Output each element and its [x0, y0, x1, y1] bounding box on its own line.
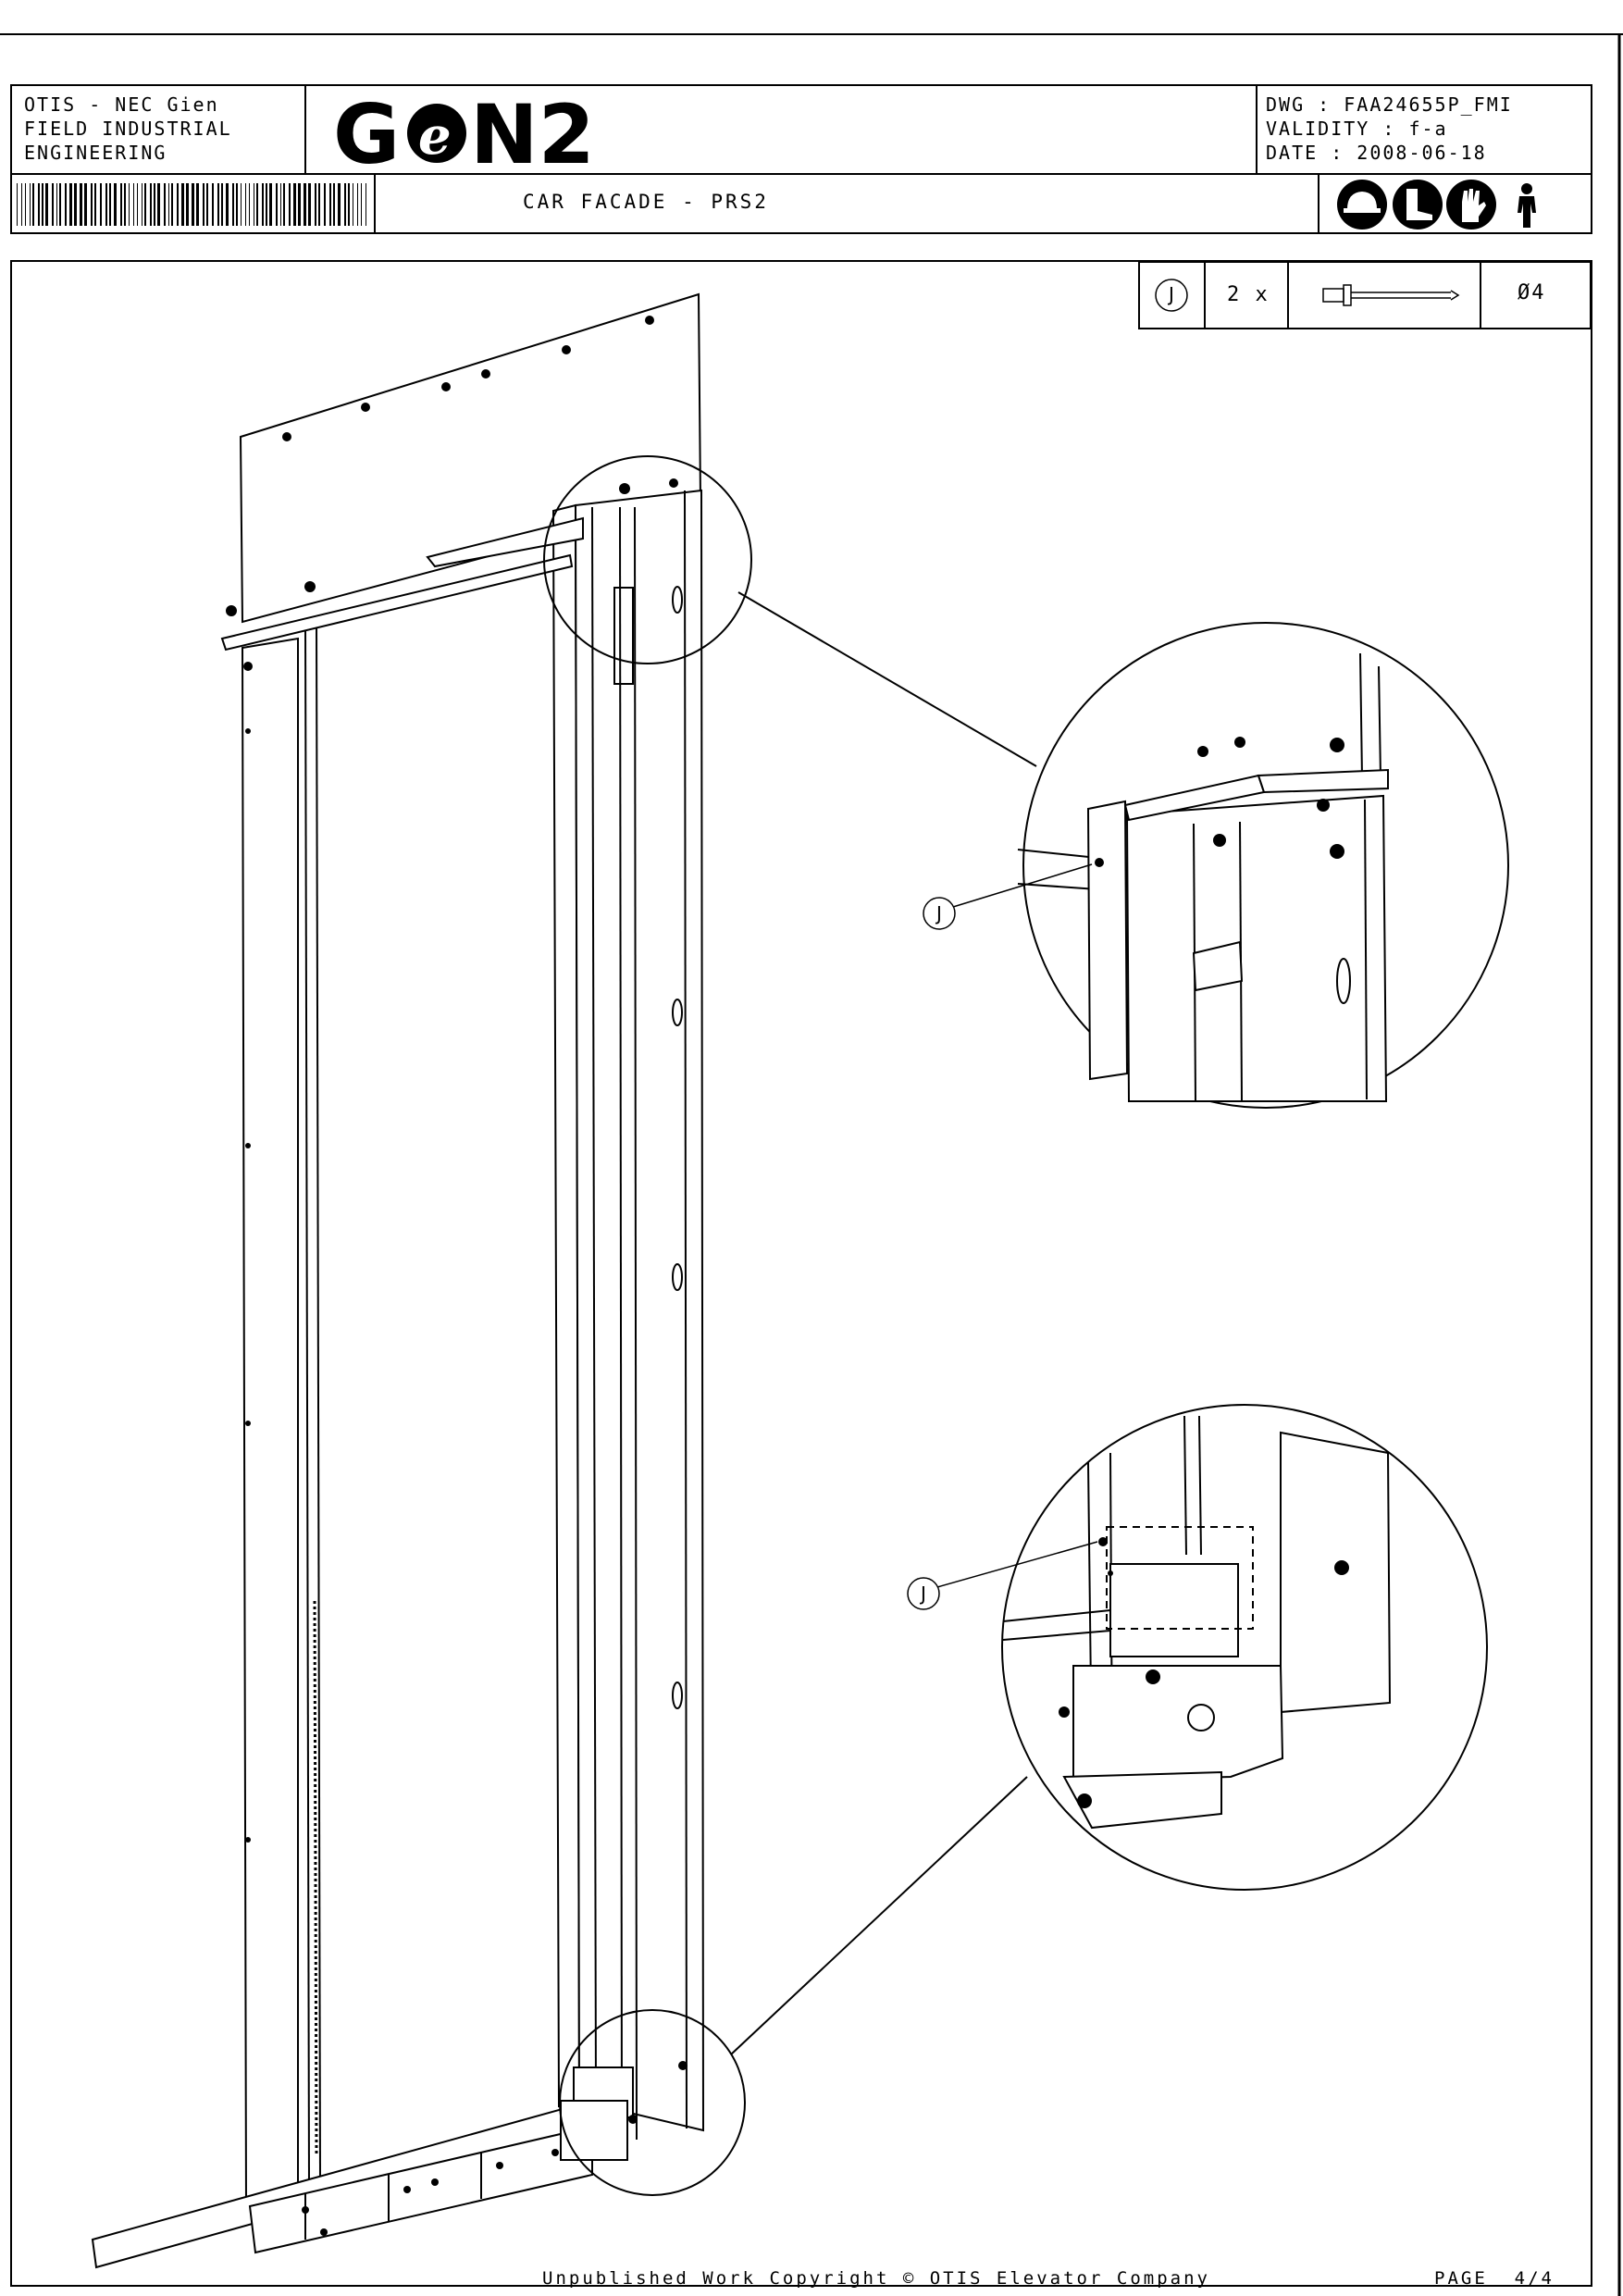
- date: DATE : 2008-06-18: [1266, 142, 1487, 164]
- fastener-diameter: Ø4: [1518, 281, 1546, 304]
- gloves-icon: [1446, 180, 1496, 230]
- page-number: PAGE 4/4: [1434, 2268, 1555, 2289]
- svg-text:G: G: [333, 89, 400, 172]
- rivet-icon: [1322, 284, 1460, 306]
- svg-text:N2: N2: [470, 89, 595, 172]
- company-line-1: OTIS - NEC Gien: [24, 93, 219, 116]
- barcode: [17, 183, 366, 226]
- company-line-2: FIELD INDUSTRIAL: [24, 118, 232, 140]
- safety-boots-icon: [1393, 180, 1443, 230]
- fastener-quantity: 2 x: [1227, 283, 1270, 306]
- right-jamb-side: [574, 489, 705, 2132]
- fastener-table: [1138, 261, 1592, 329]
- company-line-3: ENGINEERING: [24, 142, 167, 164]
- detail-circle-bottom-small: [559, 2009, 746, 2196]
- person-icon: [1518, 183, 1536, 228]
- validity: VALIDITY : f-a: [1266, 118, 1448, 140]
- copyright-notice: Unpublished Work Copyright © OTIS Elevat…: [542, 2268, 1210, 2289]
- gon2-logo: G e N2: [333, 87, 611, 182]
- detail-circle-top-small: [543, 455, 752, 664]
- fastener-callout: J: [1169, 283, 1174, 305]
- detail-circle-top-large: [1022, 622, 1509, 1109]
- left-jamb: [241, 637, 299, 2214]
- drawing-number: DWG : FAA24655P_FMI: [1266, 93, 1513, 116]
- helmet-icon: [1337, 180, 1387, 230]
- drawing-title: CAR FACADE - PRS2: [523, 191, 769, 213]
- detail-circle-bottom-large: [1001, 1404, 1488, 1891]
- svg-text:e: e: [418, 105, 452, 167]
- safety-icons: [1325, 178, 1593, 231]
- top-rail: [220, 553, 574, 652]
- detail-callout-bottom: J: [921, 1582, 926, 1605]
- detail-callout-top: J: [936, 902, 942, 925]
